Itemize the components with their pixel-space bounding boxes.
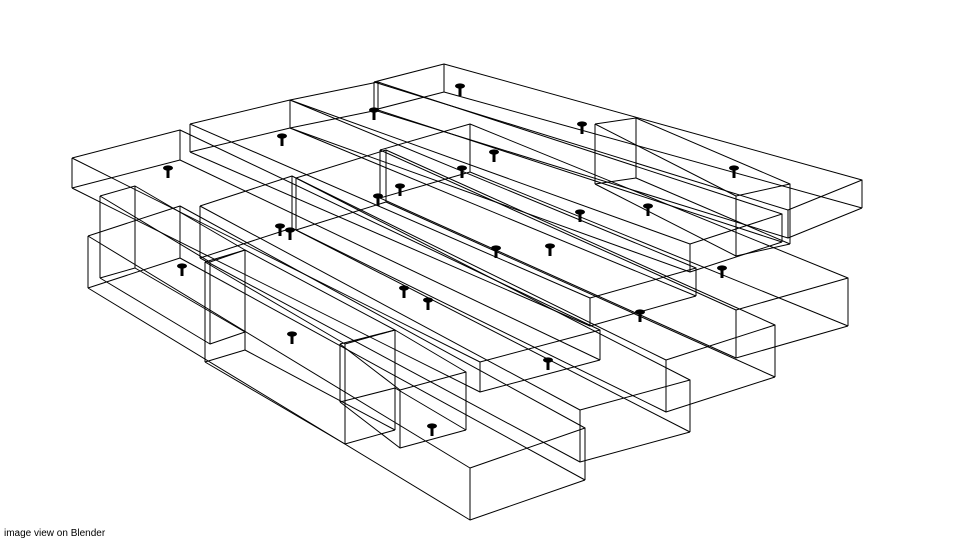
- upper-board-1: [71, 129, 601, 393]
- bolt-icon: [635, 309, 645, 322]
- upper-board-1-top: [71, 129, 601, 363]
- lower-board-1-bottom: [87, 287, 586, 521]
- spacer-block-3-edge: [394, 387, 467, 431]
- spacer-block-2-bottom: [204, 361, 396, 445]
- spacer-block-4-edge: [635, 177, 791, 245]
- lower-board-4-edge: [379, 171, 471, 199]
- upper-board-4-edge: [373, 91, 445, 111]
- upper-board-2-top: [189, 99, 697, 299]
- upper-board-3: [289, 81, 783, 273]
- bolt-icon: [575, 209, 585, 222]
- upper-board-4-edge: [443, 91, 863, 209]
- spacer-block-1-edge: [99, 267, 136, 279]
- bolt-icon: [177, 263, 187, 276]
- bolt-icon: [369, 107, 379, 120]
- upper-board-2: [189, 99, 697, 327]
- lower-board-3-edge: [385, 201, 776, 378]
- bolt-icon: [717, 265, 727, 278]
- bolt-icon: [543, 357, 553, 370]
- bolt-icon: [287, 331, 297, 344]
- spacer-block-2-edge: [244, 349, 396, 431]
- bolt-icon: [399, 285, 409, 298]
- bolt-icon: [455, 83, 465, 96]
- bolt-icon: [427, 423, 437, 436]
- bolt-icon: [277, 133, 287, 146]
- lower-board-4: [379, 123, 849, 359]
- spacer-block-2-top: [204, 249, 396, 345]
- lower-board-3-bottom: [295, 229, 776, 413]
- spacer-block-2-edge: [204, 349, 246, 363]
- bolt-icon: [643, 203, 653, 216]
- bolt-icon: [423, 297, 433, 310]
- bolt-icon: [457, 165, 467, 178]
- lower-board-2: [199, 175, 691, 463]
- upper-board-1-edge: [71, 159, 181, 189]
- upper-board-4-bottom: [373, 109, 863, 239]
- bolt-icon: [577, 121, 587, 134]
- bolt-icon: [163, 165, 173, 178]
- bolt-icon: [373, 193, 383, 206]
- spacer-block-3: [339, 329, 467, 449]
- lower-board-3-edge: [295, 201, 387, 231]
- lower-board-1-top: [87, 205, 586, 469]
- upper-board-4: [373, 63, 863, 239]
- bolt-icon: [491, 245, 501, 258]
- upper-board-2-edge: [189, 127, 291, 153]
- lower-board-3-top: [295, 149, 776, 361]
- spacer-block-1: [99, 185, 246, 345]
- spacer-block-3-edge: [339, 387, 396, 403]
- upper-board-2-edge: [289, 127, 697, 297]
- bolt-icon: [545, 243, 555, 256]
- spacer-block-1-edge: [134, 267, 246, 333]
- spacer-block-3-bottom: [339, 401, 467, 449]
- upper-board-3-edge: [289, 109, 379, 129]
- bolt-icon: [489, 149, 499, 162]
- lower-board-2-edge: [199, 227, 293, 259]
- bolt-icon: [285, 227, 295, 240]
- bolt-icon: [275, 223, 285, 236]
- lower-board-1-edge: [179, 257, 586, 481]
- lower-board-4-edge: [469, 171, 849, 327]
- bolt-icon: [729, 165, 739, 178]
- lower-board-1-edge: [87, 257, 181, 289]
- viewport-caption: image view on Blender: [4, 528, 106, 539]
- lower-board-1: [87, 205, 586, 521]
- lower-board-3: [295, 149, 776, 413]
- bolt-icon: [395, 183, 405, 196]
- upper-board-1-edge: [179, 159, 601, 361]
- lower-board-2-edge: [291, 227, 691, 433]
